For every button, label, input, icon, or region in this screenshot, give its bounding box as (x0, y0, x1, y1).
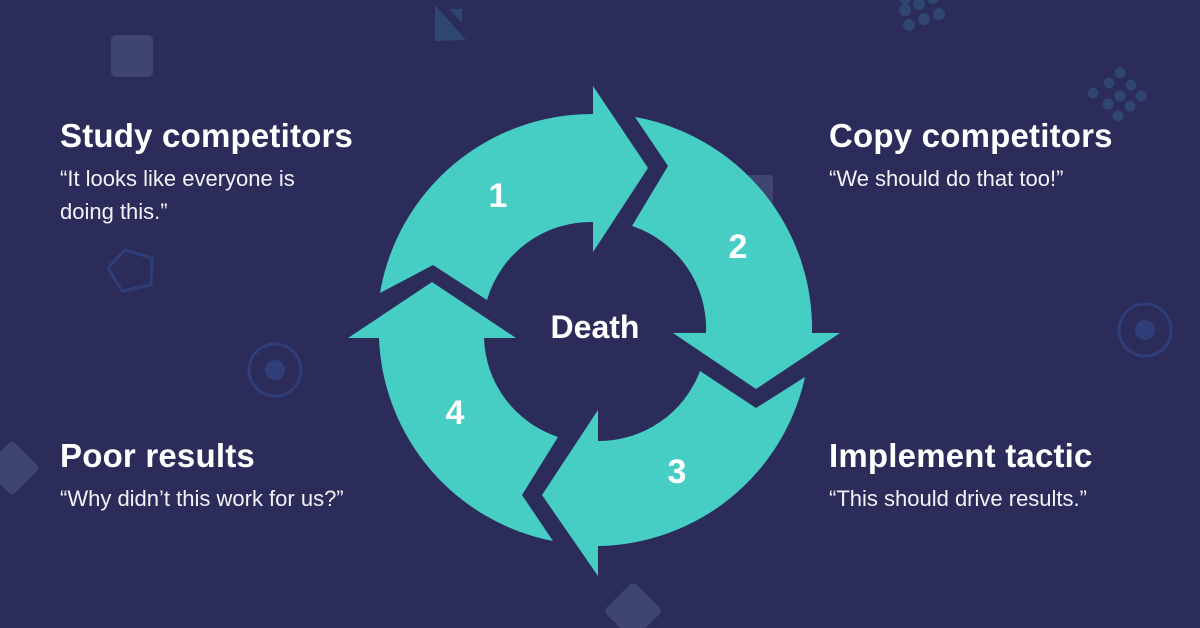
step-quote-1-line2: doing this.” (60, 199, 168, 224)
step-quote-2: “We should do that too!” (829, 166, 1064, 191)
step-title-3: Implement tactic (829, 437, 1093, 474)
step-quote-1-line1: “It looks like everyone is (60, 166, 295, 191)
pentagon-outline-decor (106, 248, 154, 293)
center-label: Death (551, 309, 640, 345)
target-circle-decor-left (247, 342, 303, 398)
target-circle-decor-right (1117, 302, 1173, 358)
step-title-1: Study competitors (60, 117, 354, 154)
cycle-arrow-1 (380, 86, 648, 300)
cycle-arrow-2 (632, 117, 840, 389)
step-label-4: Poor results “Why didn’t this work for u… (60, 436, 344, 515)
step-quote-1: “It looks like everyone is doing this.” (60, 162, 353, 228)
dot-cluster-decor-top (899, 0, 945, 31)
step-number-1: 1 (489, 177, 508, 215)
step-number-2: 2 (729, 228, 748, 266)
diamond-decor-bottom (605, 583, 661, 628)
step-quote-3: “This should drive results.” (829, 486, 1087, 511)
step-label-1: Study competitors “It looks like everyon… (60, 116, 353, 228)
step-number-3: 3 (668, 453, 687, 491)
rounded-square-decor (111, 35, 153, 77)
step-title-4: Poor results (60, 437, 255, 474)
step-label-3: Implement tactic “This should drive resu… (829, 436, 1093, 515)
step-number-4: 4 (446, 394, 465, 432)
dot-cluster-decor-right (1087, 67, 1147, 122)
step-title-2: Copy competitors (829, 117, 1113, 154)
triangle-decor (435, 5, 466, 41)
cycle-arrow-4 (348, 282, 558, 541)
step-label-2: Copy competitors “We should do that too!… (829, 116, 1113, 195)
diamond-decor-left (0, 441, 39, 495)
cycle-arrow-3 (542, 371, 805, 576)
step-quote-4: “Why didn’t this work for us?” (60, 486, 344, 511)
